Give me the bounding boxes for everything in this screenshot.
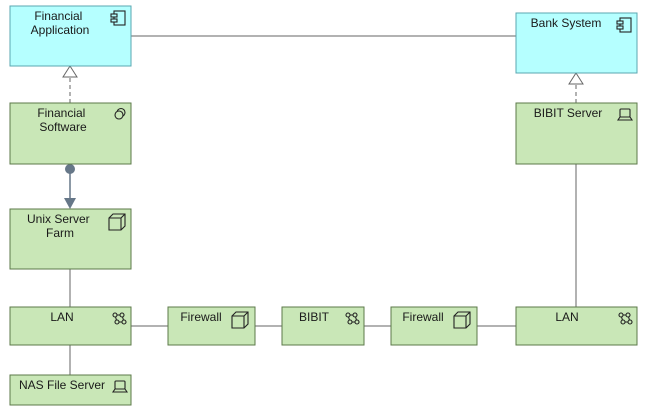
node-firewall-left[interactable]: Firewall: [167, 306, 256, 346]
network-icon: [345, 312, 360, 325]
node-nas-file-server[interactable]: NAS File Server: [9, 374, 132, 406]
node-icon: [108, 213, 126, 231]
node-lan-right[interactable]: LAN: [515, 306, 638, 346]
svg-text:LAN: LAN: [555, 310, 578, 324]
node-label: Financial: [34, 9, 82, 23]
node-label: LAN: [555, 310, 578, 324]
edge-realization-bank: [568, 72, 584, 103]
node-firewall-right[interactable]: Firewall: [390, 306, 478, 346]
node-financial-application[interactable]: Financial Application: [9, 5, 132, 67]
node-financial-software[interactable]: Financial Software: [9, 102, 132, 165]
svg-text:Unix Server Farm: Unix Server Farm: [27, 212, 93, 240]
node-label: Application: [31, 23, 90, 37]
node-lan-left[interactable]: LAN: [9, 306, 132, 346]
node-icon: [231, 311, 249, 329]
device-icon: [111, 380, 129, 393]
node-icon: [453, 311, 471, 329]
svg-text:BIBIT: BIBIT: [299, 310, 330, 324]
node-label: Firewall: [180, 310, 221, 324]
node-bank-system[interactable]: Bank System: [515, 12, 638, 74]
node-label: Farm: [46, 226, 74, 240]
component-icon: [616, 17, 632, 33]
node-label: Software: [39, 120, 87, 134]
node-bibit[interactable]: BIBIT: [281, 306, 365, 346]
svg-text:Financial Software: Financial Software: [37, 106, 88, 134]
svg-text:Firewall: Firewall: [180, 310, 221, 324]
node-label: LAN: [50, 310, 73, 324]
svg-text:Financial Application: Financial Application: [31, 9, 90, 37]
node-label: Financial: [37, 106, 85, 120]
svg-text:Firewall: Firewall: [402, 310, 443, 324]
device-icon: [616, 108, 634, 121]
svg-text:BIBIT Server: BIBIT Server: [534, 106, 602, 120]
node-label: BIBIT Server: [534, 106, 602, 120]
svg-text:NAS File Server: NAS File Server: [19, 378, 105, 392]
edge-assignment-unix: [64, 164, 76, 209]
node-label: Bank System: [531, 16, 602, 30]
node-label: Firewall: [402, 310, 443, 324]
svg-text:LAN: LAN: [50, 310, 73, 324]
node-label: BIBIT: [299, 310, 330, 324]
svg-text:Bank System: Bank System: [531, 16, 602, 30]
system-software-icon: [114, 107, 126, 120]
component-icon: [110, 10, 126, 26]
node-unix-server-farm[interactable]: Unix Server Farm: [9, 208, 132, 270]
edges: [62, 36, 584, 375]
node-label: NAS File Server: [19, 378, 105, 392]
node-bibit-server[interactable]: BIBIT Server: [515, 102, 638, 165]
edge-realization-financial: [62, 65, 78, 103]
network-icon: [112, 312, 127, 325]
node-label: Unix Server: [27, 212, 90, 226]
network-icon: [618, 312, 633, 325]
